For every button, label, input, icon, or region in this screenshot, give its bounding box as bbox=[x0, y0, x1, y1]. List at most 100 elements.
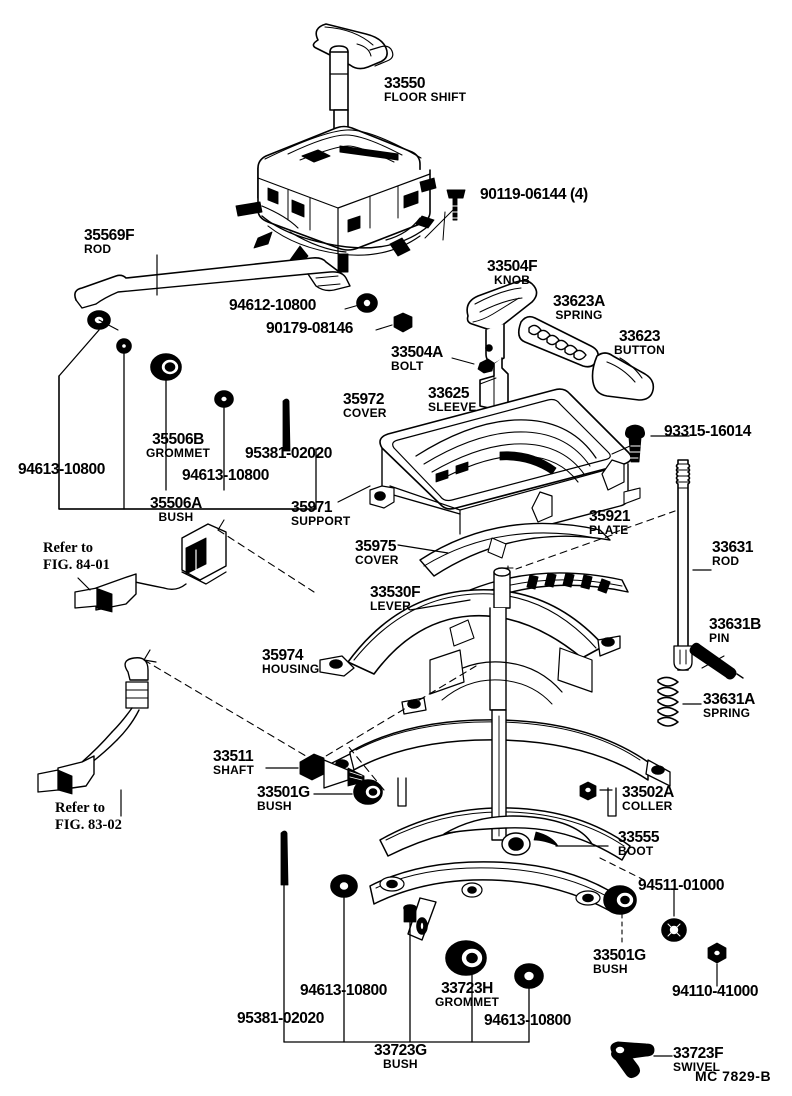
bolt-33504A bbox=[477, 358, 495, 374]
label-35506B: 35506B GROMMET bbox=[146, 432, 210, 459]
part-name: PLATE bbox=[589, 523, 629, 537]
part-number: 33504A bbox=[391, 344, 443, 361]
part-number: 33501G bbox=[593, 947, 646, 964]
part-name: SLEEVE bbox=[428, 400, 477, 414]
part-number: 33631 bbox=[712, 539, 754, 556]
label-33501G-lower: 33501G BUSH bbox=[593, 948, 646, 975]
label-35506A: 35506A BUSH bbox=[150, 496, 202, 523]
part-name: BOLT bbox=[391, 359, 424, 373]
swivel-33723F bbox=[610, 1041, 655, 1079]
part-number: 94511-01000 bbox=[638, 877, 725, 894]
part-number: 94613-10800 bbox=[182, 467, 269, 484]
label-90119: 90119-06144 (4) bbox=[480, 186, 588, 203]
label-94110: 94110-41000 bbox=[672, 983, 759, 1000]
washer-94612 bbox=[356, 293, 378, 313]
bush-94613-b bbox=[214, 390, 234, 408]
part-number: 33631A bbox=[703, 691, 755, 708]
label-33623A: 33623A SPRING bbox=[553, 294, 605, 321]
part-number: 33550 bbox=[384, 75, 426, 92]
part-number: 33555 bbox=[618, 829, 660, 846]
part-name: GROMMET bbox=[435, 995, 500, 1009]
label-33625: 33625 SLEEVE bbox=[428, 386, 477, 413]
part-name: GROMMET bbox=[146, 446, 211, 460]
pin-33631B bbox=[689, 642, 744, 680]
part-number: 35921 bbox=[589, 508, 631, 525]
housing-35974 bbox=[319, 567, 621, 715]
part-name: FLOOR SHIFT bbox=[384, 90, 467, 104]
bolt-90119 bbox=[446, 189, 466, 221]
part-name: SPRING bbox=[703, 706, 751, 720]
label-33550: 33550 FLOOR SHIFT bbox=[384, 76, 466, 103]
bush-94613-c bbox=[330, 874, 358, 898]
reference-fig-84-01: Refer to FIG. 84-01 bbox=[43, 540, 110, 574]
boot-33555 bbox=[443, 815, 593, 856]
knob-33504F bbox=[466, 279, 538, 411]
part-number: 33623 bbox=[618, 328, 661, 345]
label-33504F: 33504F KNOB bbox=[487, 259, 538, 287]
reference-line2: FIG. 83-02 bbox=[55, 817, 122, 833]
spring-33631A bbox=[657, 676, 679, 727]
label-94612: 94612-10800 bbox=[229, 297, 316, 314]
bush-33501G-upper bbox=[353, 779, 383, 805]
part-number: 33623A bbox=[553, 293, 605, 310]
grommet-35506B bbox=[150, 353, 182, 381]
bush-33723G-body bbox=[403, 904, 417, 923]
label-33511: 33511 SHAFT bbox=[213, 749, 254, 776]
coller-33502A bbox=[579, 781, 597, 801]
part-number: 93315-16014 bbox=[664, 423, 751, 440]
base-plate-lower bbox=[369, 861, 619, 941]
washer-94511 bbox=[661, 918, 687, 942]
grommet-33723H bbox=[445, 940, 487, 976]
part-name: SPRING bbox=[555, 308, 603, 322]
part-number: 35975 bbox=[355, 538, 397, 555]
bush-94613-a bbox=[116, 338, 132, 354]
part-number: 33511 bbox=[213, 748, 254, 765]
reference-fig-83-02: Refer to FIG. 83-02 bbox=[55, 800, 122, 834]
part-number: 33723H bbox=[441, 980, 493, 997]
label-94613-b: 94613-10800 bbox=[182, 467, 269, 484]
label-33631: 33631 ROD bbox=[712, 539, 754, 567]
part-number: 33501G bbox=[257, 784, 310, 801]
label-90179: 90179-08146 bbox=[266, 321, 353, 337]
part-number: 35971 bbox=[291, 499, 333, 516]
part-number: 94613-10800 bbox=[484, 1012, 571, 1029]
part-number: 33723F bbox=[673, 1045, 724, 1062]
label-35971: 35971 SUPPORT bbox=[291, 500, 350, 527]
label-94613-d: 94613-10800 bbox=[484, 1012, 571, 1029]
label-33504A: 33504A BOLT bbox=[391, 345, 443, 372]
reference-line2: FIG. 84-01 bbox=[43, 557, 110, 573]
bush-33501G-lower bbox=[603, 885, 637, 915]
part-name: COLLER bbox=[622, 799, 673, 813]
label-33501G-upper: 33501G BUSH bbox=[257, 785, 310, 812]
label-94613-c: 94613-10800 bbox=[300, 983, 387, 999]
label-94613-a: 94613-10800 bbox=[18, 462, 105, 478]
label-35975: 35975 COVER bbox=[355, 539, 399, 566]
pin-95381-b bbox=[280, 830, 289, 886]
part-number: 94110-41000 bbox=[672, 983, 759, 1000]
label-35974: 35974 HOUSING bbox=[262, 648, 319, 675]
part-name: SWIVEL bbox=[673, 1060, 721, 1074]
label-93315: 93315-16014 bbox=[664, 423, 751, 440]
pin-95381-a bbox=[282, 398, 291, 452]
bolt-93315 bbox=[625, 424, 645, 463]
label-33631A: 33631A SPRING bbox=[703, 692, 755, 719]
part-number: 90119-06144 (4) bbox=[480, 186, 588, 203]
part-name: BUSH bbox=[257, 799, 292, 813]
part-name: PIN bbox=[709, 631, 730, 645]
part-number: 35506A bbox=[150, 495, 202, 512]
label-33530F: 33530F LEVER bbox=[370, 585, 421, 613]
part-name: COVER bbox=[343, 406, 387, 420]
part-number: 33631B bbox=[709, 616, 761, 633]
part-number: 35974 bbox=[262, 647, 304, 664]
part-number: 35506B bbox=[152, 431, 204, 448]
part-name: COVER bbox=[355, 553, 399, 567]
part-name: BUSH bbox=[593, 962, 628, 976]
part-name: HOUSING bbox=[262, 662, 320, 676]
part-name: KNOB bbox=[494, 273, 531, 287]
bush-94613-d bbox=[514, 963, 544, 989]
part-number: 94612-10800 bbox=[229, 297, 316, 314]
label-33502A: 33502A COLLER bbox=[622, 785, 674, 812]
part-name: LEVER bbox=[370, 599, 412, 613]
part-number: 33625 bbox=[428, 385, 470, 402]
